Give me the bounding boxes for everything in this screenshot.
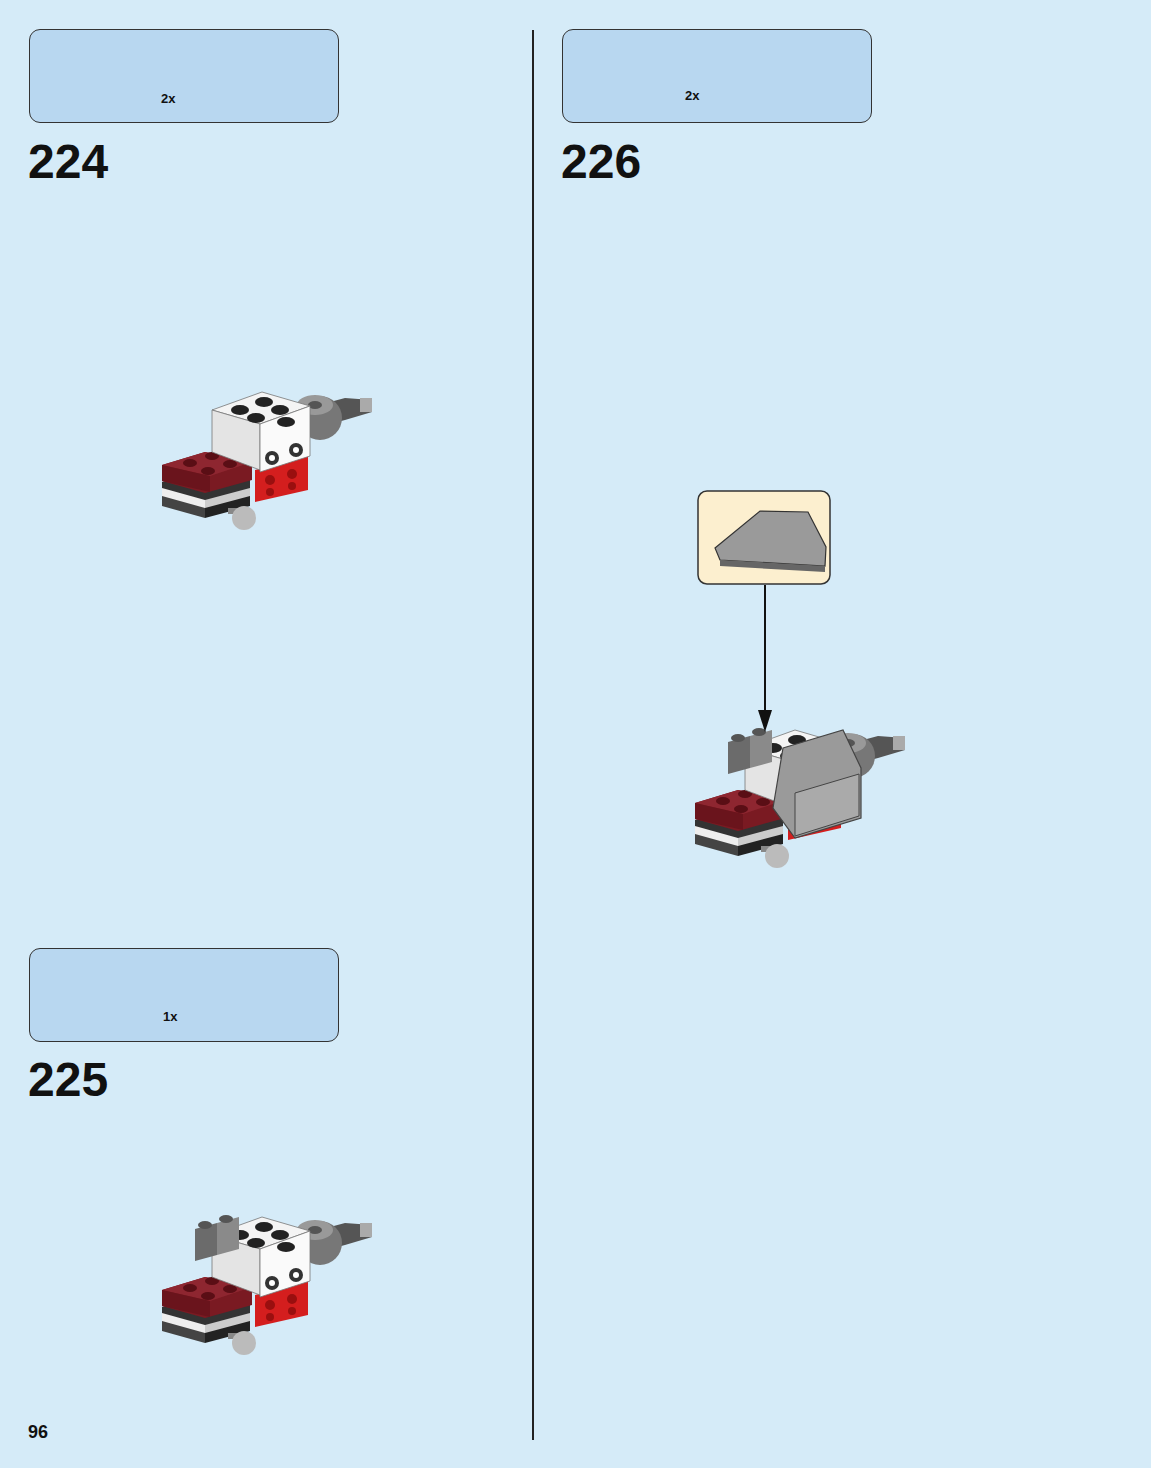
step-number: 224 — [28, 134, 108, 189]
parts-callout: 2x — [562, 29, 872, 123]
part-count: 2x — [685, 88, 699, 103]
parts-callout: 1x — [29, 948, 339, 1042]
page-number: 96 — [28, 1422, 48, 1443]
parts-callout: 2x — [29, 29, 339, 123]
step-number: 226 — [561, 134, 641, 189]
part-count: 1x — [163, 1009, 177, 1024]
part-count: 2x — [161, 91, 175, 106]
step-number: 225 — [28, 1052, 108, 1107]
